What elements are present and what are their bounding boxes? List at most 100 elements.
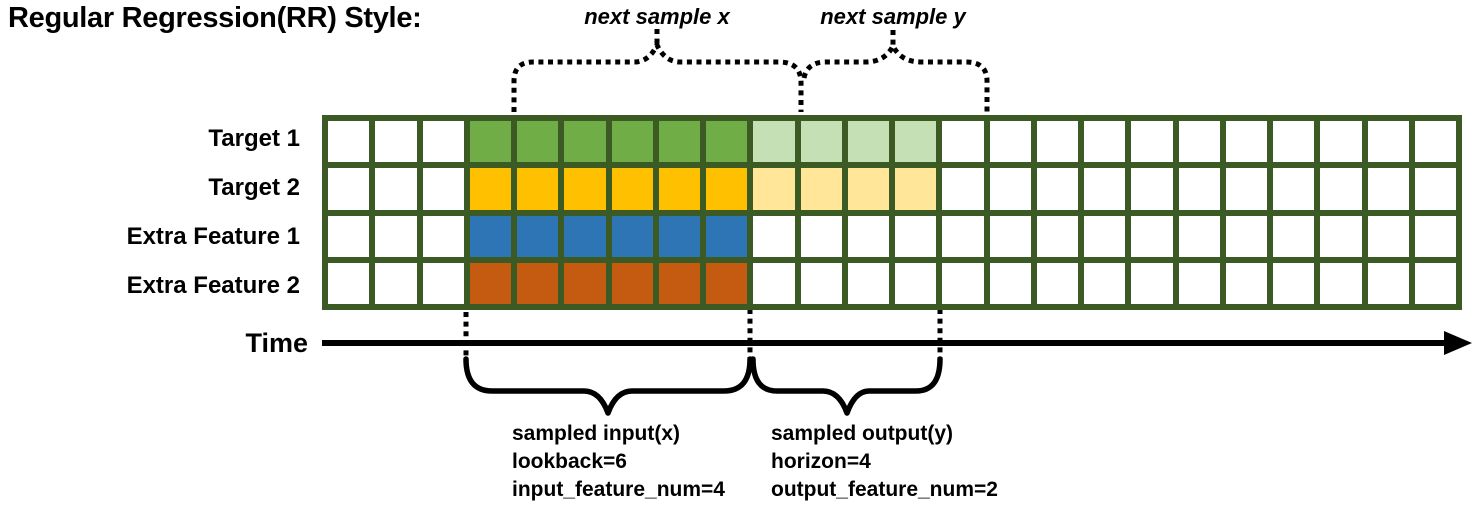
grid-cell bbox=[1273, 168, 1315, 210]
grid-cell bbox=[422, 215, 464, 257]
grid-cell bbox=[375, 262, 417, 304]
next-sample-x-brace bbox=[511, 39, 804, 112]
row-labels: Target 1 Target 2 Extra Feature 1 Extra … bbox=[0, 115, 312, 310]
grid-cell bbox=[1084, 262, 1126, 304]
grid-cell bbox=[469, 121, 511, 163]
diagram-title: Regular Regression(RR) Style: bbox=[8, 2, 422, 34]
grid-cell bbox=[328, 215, 370, 257]
sample-grid bbox=[322, 115, 1462, 310]
grid-cell bbox=[800, 121, 842, 163]
grid-cell bbox=[517, 215, 559, 257]
grid-cell bbox=[1178, 215, 1220, 257]
time-axis-arrowhead bbox=[1444, 331, 1472, 355]
grid-cell bbox=[1178, 168, 1220, 210]
grid-cell bbox=[469, 168, 511, 210]
grid-cell bbox=[1320, 121, 1362, 163]
grid-cell bbox=[1084, 168, 1126, 210]
input-summary-line-1: sampled input(x) bbox=[512, 422, 681, 445]
grid-cell bbox=[895, 215, 937, 257]
grid-cell bbox=[800, 262, 842, 304]
next-sample-x-label: next sample x bbox=[584, 4, 730, 29]
grid-cell bbox=[611, 262, 653, 304]
grid-cell bbox=[942, 121, 984, 163]
grid-cell bbox=[658, 168, 700, 210]
grid-cell bbox=[1414, 215, 1456, 257]
grid-cell bbox=[753, 262, 795, 304]
grid-cell bbox=[1320, 168, 1362, 210]
grid-cell bbox=[1367, 168, 1409, 210]
grid-cell bbox=[800, 215, 842, 257]
grid-cell bbox=[375, 215, 417, 257]
output-summary-line-2: horizon=4 bbox=[771, 450, 871, 473]
grid-cell bbox=[611, 121, 653, 163]
grid-cell bbox=[1273, 262, 1315, 304]
grid-cell bbox=[564, 168, 606, 210]
grid-cell bbox=[753, 215, 795, 257]
grid-cell bbox=[1320, 262, 1362, 304]
grid-cell bbox=[989, 215, 1031, 257]
grid-cell bbox=[989, 121, 1031, 163]
grid-cell bbox=[658, 262, 700, 304]
grid-cell bbox=[1225, 262, 1267, 304]
input-summary-line-3: input_feature_num=4 bbox=[512, 478, 725, 501]
grid-cell bbox=[847, 168, 889, 210]
grid-cell bbox=[753, 121, 795, 163]
grid-cell bbox=[1225, 215, 1267, 257]
output-summary: sampled output(y) horizon=4 output_featu… bbox=[771, 420, 998, 504]
grid-cell bbox=[1178, 121, 1220, 163]
grid-cell bbox=[517, 262, 559, 304]
grid-cell bbox=[1036, 121, 1078, 163]
grid-cell bbox=[422, 121, 464, 163]
grid-cell bbox=[706, 168, 748, 210]
grid-cell bbox=[942, 262, 984, 304]
grid-cell bbox=[564, 215, 606, 257]
grid-cell bbox=[1367, 215, 1409, 257]
grid-cell bbox=[895, 168, 937, 210]
grid-cell bbox=[611, 215, 653, 257]
grid-cell bbox=[564, 262, 606, 304]
grid-cell bbox=[328, 168, 370, 210]
row-label-target-2: Target 2 bbox=[208, 174, 300, 202]
grid-cell bbox=[1131, 262, 1173, 304]
grid-cell bbox=[1414, 121, 1456, 163]
grid-cell bbox=[847, 262, 889, 304]
grid-cell bbox=[1131, 215, 1173, 257]
input-summary-line-2: lookback=6 bbox=[512, 450, 627, 473]
grid-cell bbox=[942, 215, 984, 257]
grid-cell bbox=[706, 215, 748, 257]
grid-cell bbox=[942, 168, 984, 210]
grid-cell bbox=[1414, 262, 1456, 304]
grid-cell bbox=[1273, 121, 1315, 163]
grid-cell bbox=[1320, 215, 1362, 257]
time-axis-label: Time bbox=[245, 328, 308, 358]
grid-cell bbox=[422, 168, 464, 210]
output-summary-line-1: sampled output(y) bbox=[771, 422, 953, 445]
grid-cell bbox=[375, 168, 417, 210]
grid-cell bbox=[611, 168, 653, 210]
grid-cell bbox=[658, 121, 700, 163]
grid-cell bbox=[1036, 215, 1078, 257]
grid-cell bbox=[1178, 262, 1220, 304]
grid-cell bbox=[1131, 121, 1173, 163]
grid-cell bbox=[564, 121, 606, 163]
grid-cell bbox=[989, 168, 1031, 210]
grid-cell bbox=[989, 262, 1031, 304]
grid-cell bbox=[375, 121, 417, 163]
grid-cell bbox=[1367, 262, 1409, 304]
grid-cell bbox=[800, 168, 842, 210]
grid-cell bbox=[1273, 215, 1315, 257]
grid-cell bbox=[422, 262, 464, 304]
grid-cell bbox=[895, 262, 937, 304]
row-label-extra-feature-1: Extra Feature 1 bbox=[126, 222, 300, 250]
grid-cell bbox=[1084, 121, 1126, 163]
grid-cell bbox=[1131, 168, 1173, 210]
row-label-extra-feature-2: Extra Feature 2 bbox=[126, 271, 300, 299]
grid-cell bbox=[1036, 262, 1078, 304]
grid-cell bbox=[847, 215, 889, 257]
grid-cell bbox=[1367, 121, 1409, 163]
grid-cell bbox=[469, 262, 511, 304]
grid-cell bbox=[1084, 215, 1126, 257]
output-summary-line-3: output_feature_num=2 bbox=[771, 478, 998, 501]
row-label-target-1: Target 1 bbox=[208, 125, 300, 153]
